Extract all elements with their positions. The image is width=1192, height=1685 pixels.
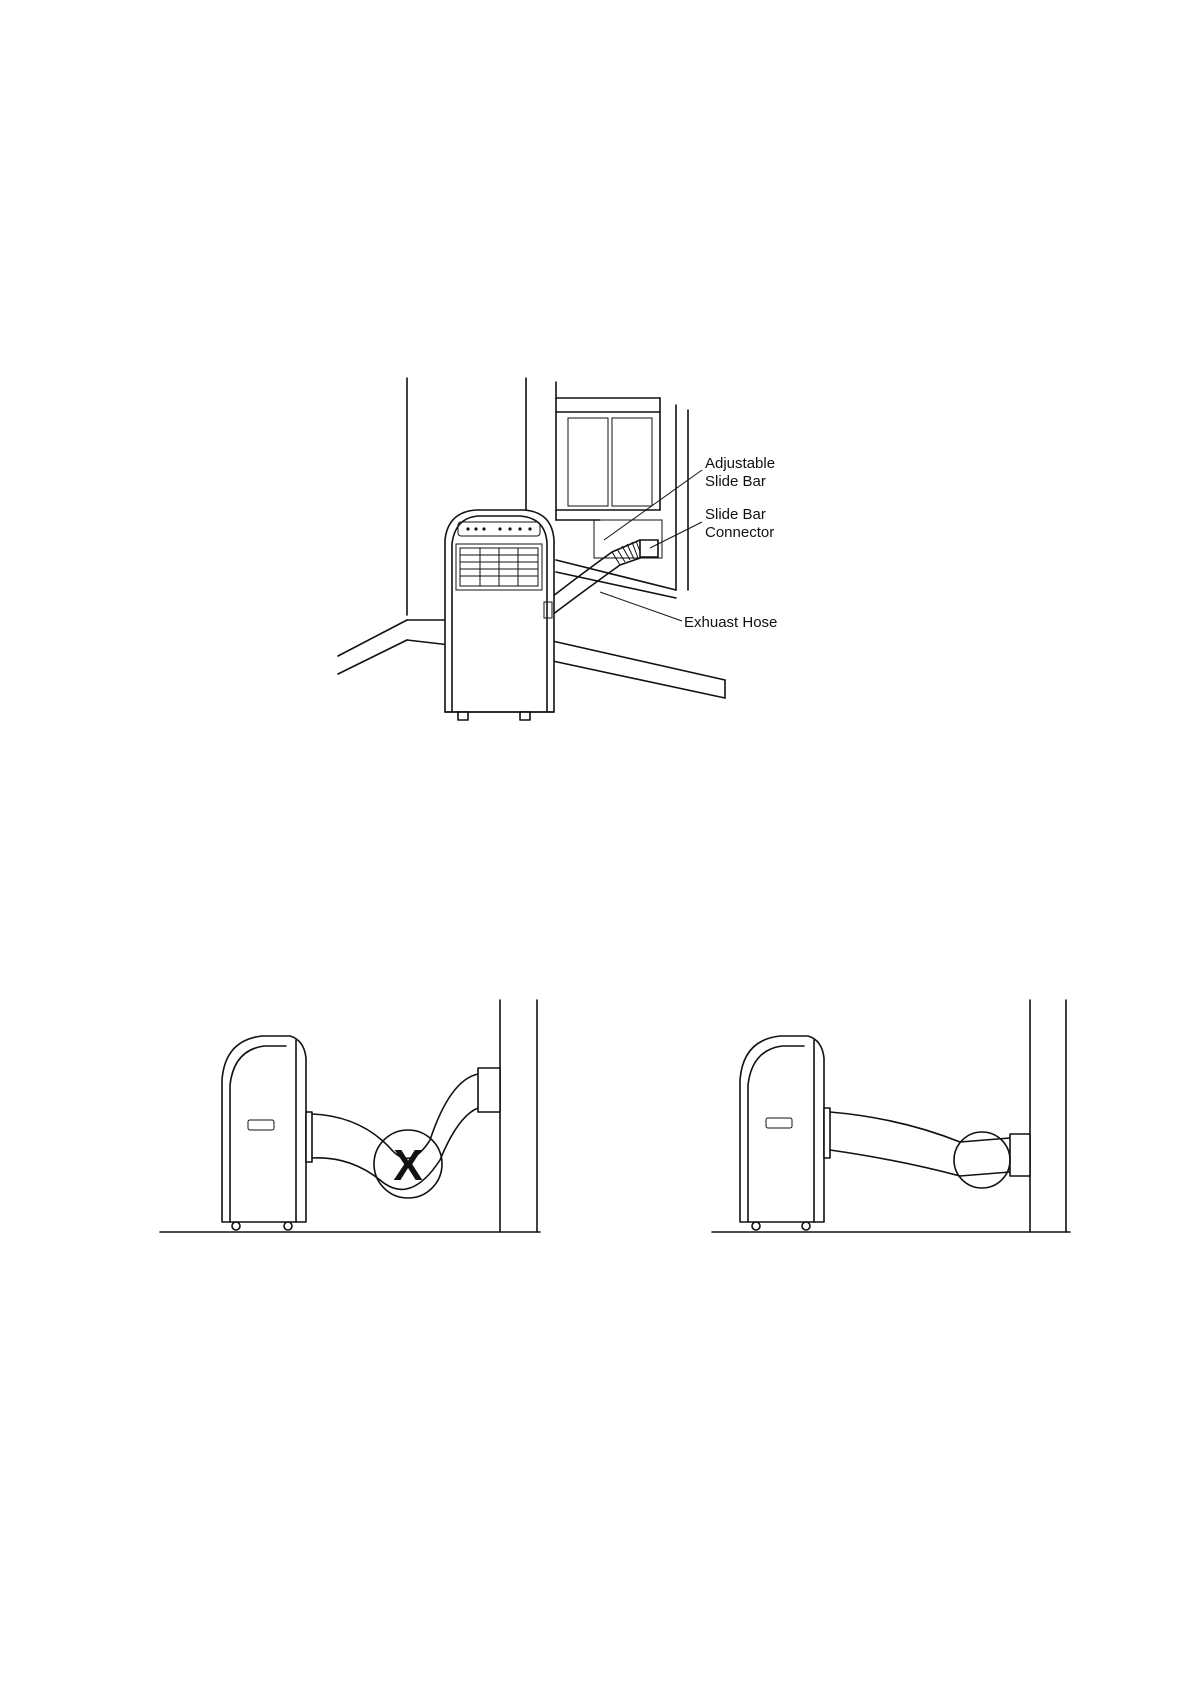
label-line-1: Slide Bar [705, 506, 774, 524]
label-exhaust-hose: Exhuast Hose [684, 614, 777, 632]
window-frame [556, 382, 688, 598]
exhaust-hose [548, 540, 658, 615]
label-adjustable-slide-bar: Adjustable Slide Bar [705, 455, 775, 491]
label-line-1: Exhuast Hose [684, 614, 777, 632]
installation-figure [0, 0, 1192, 780]
label-line-1: Adjustable [705, 455, 775, 473]
label-line-2: Connector [705, 524, 774, 542]
unit-side-view [740, 1036, 830, 1230]
label-slide-bar-connector: Slide Bar Connector [705, 506, 774, 542]
label-line-2: Slide Bar [705, 473, 775, 491]
correct-hose-figure [0, 980, 1192, 1250]
hose-correct [830, 1112, 1030, 1176]
air-conditioner-unit [445, 510, 554, 720]
